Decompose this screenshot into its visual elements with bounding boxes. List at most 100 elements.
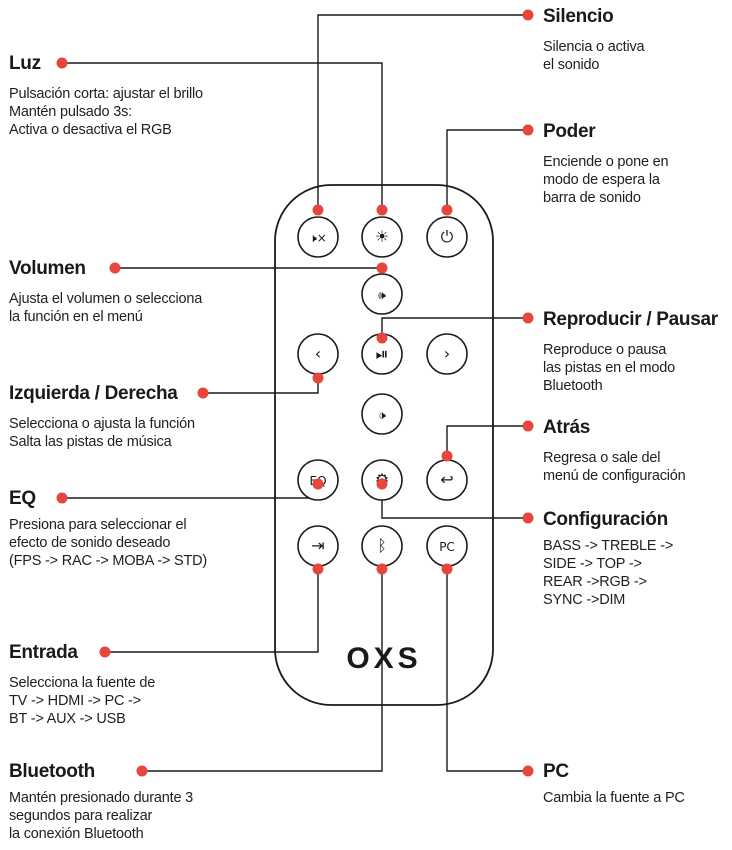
label-eq-line: efecto de sonido deseado [9, 535, 171, 551]
label-configuracion: Configuración BASS -> TREBLE -> SIDE -> … [543, 509, 673, 609]
volume-down-button[interactable]: 🕩 [361, 393, 403, 435]
bluetooth-button-icon: ᛒ [377, 536, 387, 555]
label-luz-line: Pulsación corta: ajustar el brillo [9, 86, 203, 102]
remote-body [274, 184, 494, 706]
indicator-dot [522, 765, 534, 777]
input-button[interactable]: ⇥ [297, 525, 339, 567]
label-atras-line: Regresa o sale del [543, 450, 661, 466]
label-volumen-line: la función en el menú [9, 309, 143, 325]
label-poder-line: Enciende o pone en [543, 154, 669, 170]
label-configuracion-title: Configuración [543, 509, 668, 530]
connector-entrada [105, 569, 319, 653]
label-entrada-line: Selecciona la fuente de [9, 675, 156, 691]
indicator-dot [376, 204, 388, 216]
label-reproducir-line: Bluetooth [543, 378, 603, 394]
right-button-icon: › [444, 344, 450, 363]
back-button-icon: ↩ [440, 470, 453, 489]
label-configuracion-line: SYNC ->DIM [543, 592, 626, 608]
connector-silencio [317, 14, 528, 210]
label-atras: Atrás Regresa o sale del menú de configu… [543, 417, 686, 485]
label-luz-title: Luz [9, 53, 41, 74]
connector-pc [446, 569, 528, 772]
mute-button[interactable]: 🕨× [297, 216, 339, 258]
label-volumen-line: Ajusta el volumen o selecciona [9, 291, 203, 307]
label-silencio-line: el sonido [543, 57, 600, 73]
label-luz-line: Activa o desactiva el RGB [9, 122, 172, 138]
indicator-dot [376, 478, 388, 490]
indicator-dot [376, 563, 388, 575]
label-entrada-line: BT -> AUX -> USB [9, 711, 126, 727]
label-entrada-title: Entrada [9, 642, 78, 663]
input-button-icon: ⇥ [311, 536, 324, 555]
label-bluetooth-line: segundos para realizar [9, 808, 153, 824]
label-bluetooth-title: Bluetooth [9, 761, 95, 782]
mute-button-circle[interactable] [297, 216, 339, 258]
light-button-circle[interactable] [361, 216, 403, 258]
label-reproducir-title: Reproducir / Pausar [543, 309, 718, 330]
play-pause-button[interactable]: ⏯ [361, 333, 403, 375]
right-button[interactable]: › [426, 333, 468, 375]
label-silencio-line: Silencia o activa [543, 39, 645, 55]
label-luz-line: Mantén pulsado 3s: [9, 104, 132, 120]
label-eq: EQ Presiona para seleccionar el efecto d… [9, 488, 207, 570]
label-eq-line: Presiona para seleccionar el [9, 517, 187, 533]
label-bluetooth-line: Mantén presionado durante 3 [9, 790, 194, 806]
indicator-dot [312, 563, 324, 575]
connector-atras [446, 425, 528, 456]
brand-logo: OXS [346, 642, 421, 675]
right-button-circle[interactable] [426, 333, 468, 375]
connector-reproducir [381, 317, 528, 338]
indicator-dot [376, 332, 388, 344]
label-eq-line: (FPS -> RAC -> MOBA -> STD) [9, 553, 208, 569]
connector-luz [62, 62, 383, 210]
indicator-dot [522, 124, 534, 136]
pc-button[interactable]: PC [426, 525, 468, 567]
label-entrada: Entrada Selecciona la fuente de TV -> HD… [9, 642, 155, 728]
indicator-dot [56, 492, 68, 504]
volume-button[interactable]: 🕪 [361, 273, 403, 315]
indicator-dot [312, 372, 324, 384]
volume-button-icon: 🕪 [378, 288, 386, 302]
label-bluetooth: Bluetooth Mantén presionado durante 3 se… [9, 761, 193, 843]
label-configuracion-line: REAR ->RGB -> [543, 574, 647, 590]
label-reproducir: Reproducir / Pausar Reproduce o pausa la… [543, 309, 718, 395]
label-pc-title: PC [543, 761, 569, 782]
power-button-icon: ⏻ [441, 227, 454, 246]
label-reproducir-line: Reproduce o pausa [543, 342, 667, 358]
label-configuracion-line: SIDE -> TOP -> [543, 556, 642, 572]
power-button-circle[interactable] [426, 216, 468, 258]
label-volumen: Volumen Ajusta el volumen o selecciona l… [9, 258, 202, 326]
label-eq-title: EQ [9, 488, 36, 509]
indicator-dot [376, 262, 388, 274]
indicator-dot [522, 512, 534, 524]
indicator-dot [441, 563, 453, 575]
indicator-dot [522, 420, 534, 432]
label-pc: PC Cambia la fuente a PC [543, 761, 685, 807]
label-volumen-title: Volumen [9, 258, 86, 279]
indicator-dot [312, 478, 324, 490]
light-button[interactable]: ☀ [361, 216, 403, 258]
label-bluetooth-line: la conexión Bluetooth [9, 826, 144, 842]
indicator-dot [99, 646, 111, 658]
label-poder-line: barra de sonido [543, 190, 641, 206]
indicator-dot [522, 9, 534, 21]
connector-poder [446, 129, 528, 210]
label-izquierda: Izquierda / Derecha Selecciona o ajusta … [9, 383, 195, 451]
bluetooth-button[interactable]: ᛒ [361, 525, 403, 567]
label-izquierda-line: Salta las pistas de música [9, 434, 172, 450]
label-atras-line: menú de configuración [543, 468, 686, 484]
play-pause-button-icon: ⏯ [376, 344, 389, 363]
light-button-icon: ☀ [375, 227, 389, 246]
label-poder-title: Poder [543, 121, 596, 142]
indicator-dot [136, 765, 148, 777]
volume-button-circle[interactable] [361, 273, 403, 315]
indicator-dot [109, 262, 121, 274]
left-button-icon: ‹ [315, 344, 321, 363]
power-button[interactable]: ⏻ [426, 216, 468, 258]
left-button[interactable]: ‹ [297, 333, 339, 375]
volume-down-button-circle[interactable] [361, 393, 403, 435]
label-izquierda-line: Selecciona o ajusta la función [9, 416, 195, 432]
mute-button-icon: 🕨× [309, 231, 327, 245]
back-button[interactable]: ↩ [426, 459, 468, 501]
